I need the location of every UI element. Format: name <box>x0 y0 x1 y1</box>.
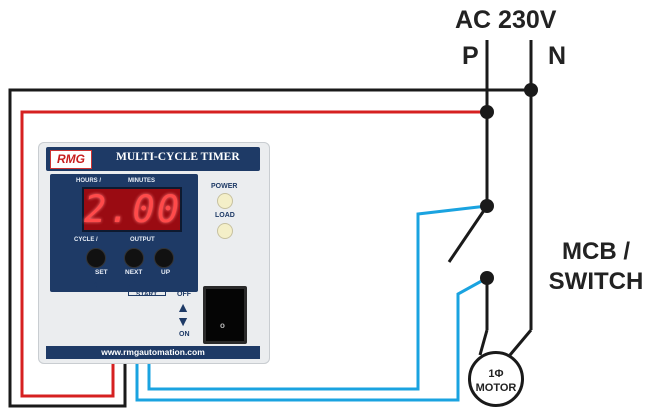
device-title: MULTI-CYCLE TIMER <box>116 151 240 163</box>
display-panel: HOURS / MINUTES 2.00 CYCLE / OUTPUT <box>50 174 198 292</box>
next-button[interactable] <box>124 248 144 268</box>
rocker-switch[interactable]: o <box>203 286 247 344</box>
junction-neutral <box>524 83 538 97</box>
control-wire-1 <box>147 204 488 391</box>
off-label: OFF <box>177 291 191 298</box>
display-value: 2.00 <box>84 188 182 231</box>
up-down-arrow-icon: ▲▼ <box>176 299 190 329</box>
junction-phase <box>480 105 494 119</box>
motor-lead-right <box>508 329 533 356</box>
phase-label: P <box>462 42 479 70</box>
power-label: POWER <box>211 183 238 190</box>
on-label: ON <box>179 331 190 338</box>
motor-label: MOTOR <box>475 382 517 394</box>
start-label: START <box>136 291 158 298</box>
website-bar: www.rmgautomation.com <box>46 346 260 359</box>
seven-segment-display: 2.00 <box>82 187 182 232</box>
up-triangle-icon: ▲ <box>160 275 171 287</box>
switch-label-line1: MCB / <box>562 238 630 265</box>
next-label: NEXT <box>125 269 143 276</box>
switch-contact-bottom <box>480 271 494 285</box>
neutral-label: N <box>548 42 567 70</box>
motor-symbol: 1Φ MOTOR <box>468 351 524 407</box>
supply-label: AC 230V <box>455 6 557 34</box>
cycle-label: CYCLE / <box>74 237 98 243</box>
minutes-label: MINUTES <box>128 178 155 184</box>
multi-cycle-timer: RMG MULTI-CYCLE TIMER HOURS / MINUTES 2.… <box>38 142 270 364</box>
switch-label-line2: SWITCH <box>548 268 644 295</box>
motor-phase-label: 1Φ <box>488 368 504 380</box>
power-led <box>217 193 233 209</box>
switch-lever <box>447 205 489 263</box>
output-label: OUTPUT <box>130 237 155 243</box>
set-button[interactable] <box>86 248 106 268</box>
control-wire-2 <box>135 276 488 402</box>
play-icon: ▶ <box>127 276 136 288</box>
website-text: www.rmgautomation.com <box>101 347 205 357</box>
start-bracket <box>128 284 166 296</box>
switch-label: MCB / SWITCH <box>540 237 652 297</box>
up-label: UP <box>161 269 171 276</box>
phase-wire-timer <box>20 110 487 398</box>
motor-lead-left <box>478 329 489 356</box>
enter-arrow-icon: ↵ <box>93 277 104 292</box>
set-label: SET <box>95 269 108 276</box>
neutral-wire-timer <box>8 88 531 408</box>
brand-logo: RMG <box>50 150 92 169</box>
switch-contact-top <box>480 199 494 213</box>
load-led <box>217 223 233 239</box>
hours-label: HOURS / <box>76 178 102 184</box>
up-button[interactable] <box>154 248 174 268</box>
load-label: LOAD <box>215 212 235 219</box>
rocker-mark: o <box>220 321 225 330</box>
timer-header: RMG MULTI-CYCLE TIMER <box>46 147 260 171</box>
